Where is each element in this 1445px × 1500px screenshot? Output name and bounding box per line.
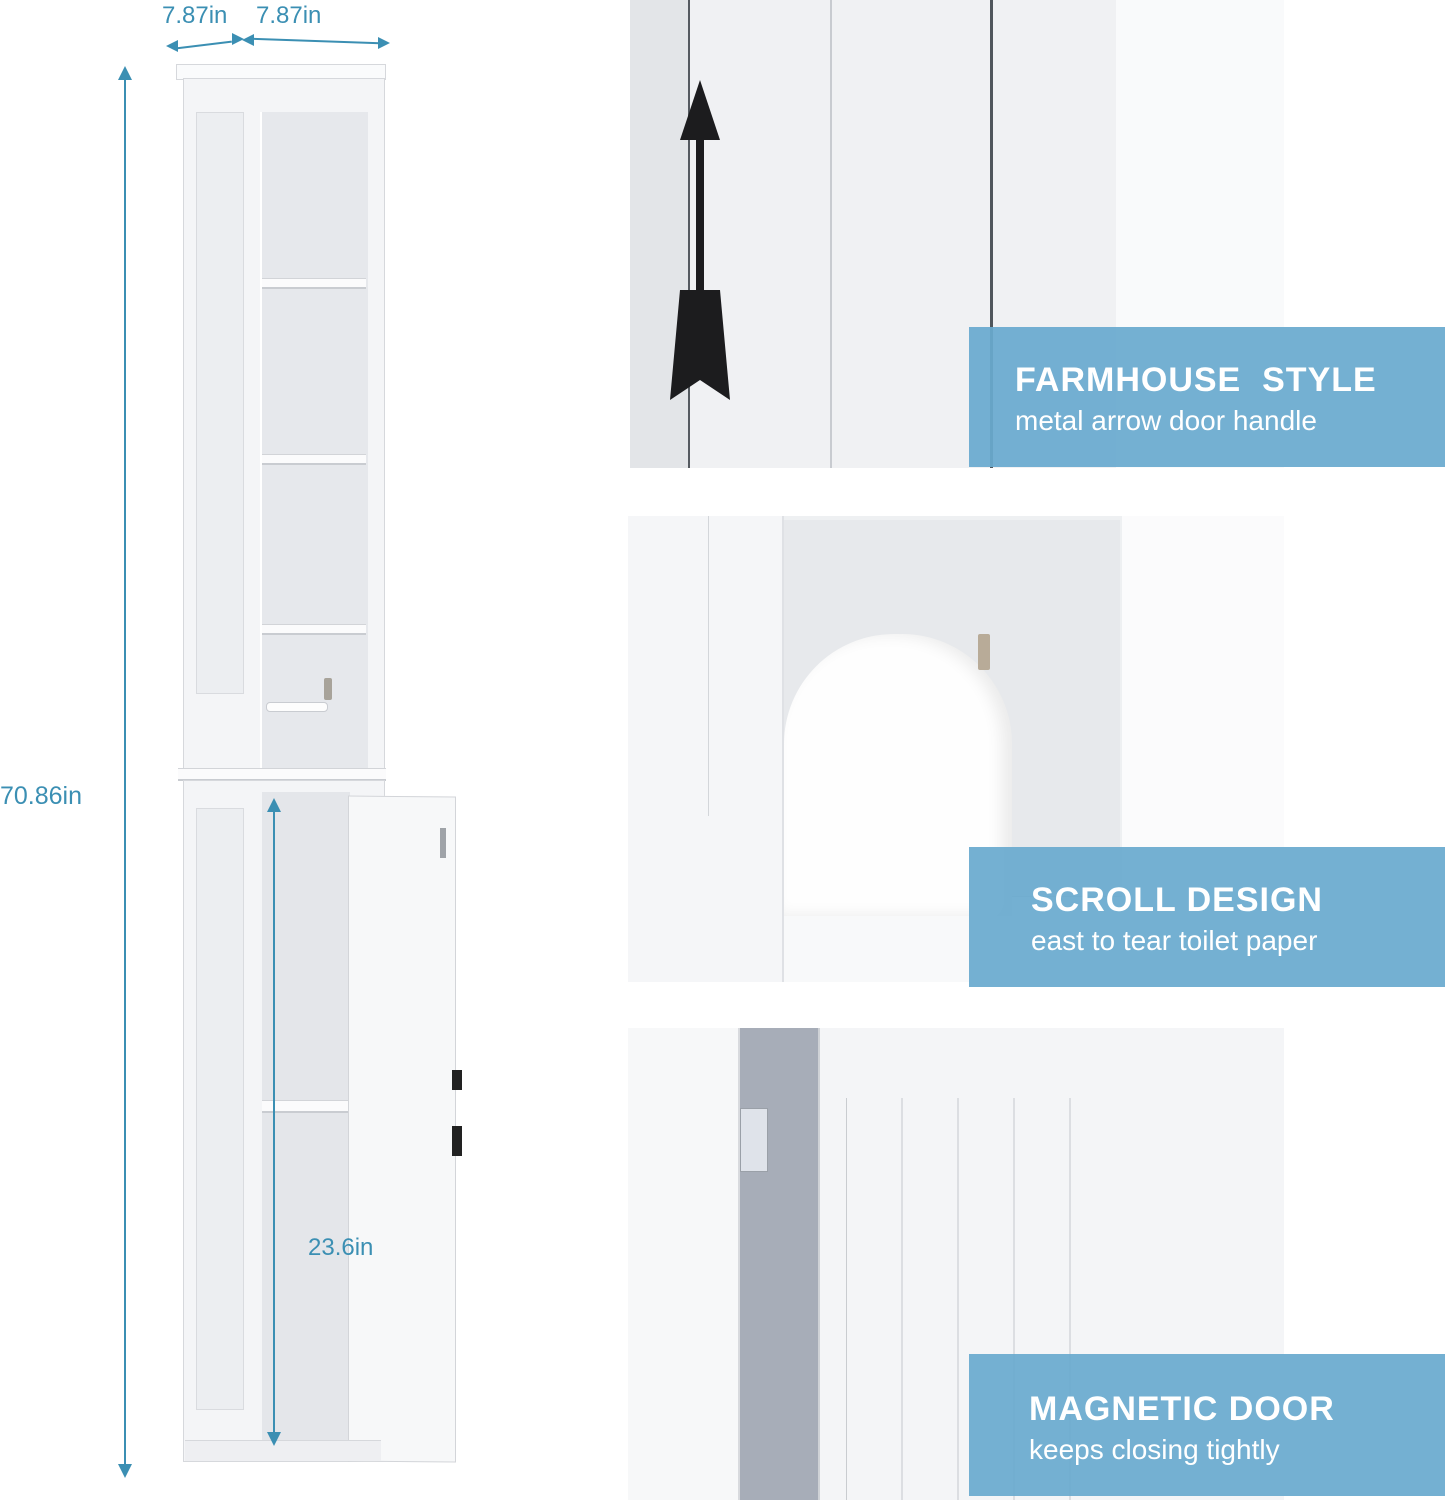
feature-badge-farmhouse: FARMHOUSE STYLE metal arrow door handle [969, 327, 1445, 467]
arrow-handle-icon [452, 1126, 462, 1156]
feature-subtitle: keeps closing tightly [1029, 1434, 1280, 1465]
side-panel-lower [196, 808, 244, 1410]
height-line [124, 78, 126, 1470]
lower-shelf [262, 1100, 348, 1113]
feature-badge-magnetic: MAGNETIC DOOR keeps closing tightly [969, 1354, 1445, 1496]
cabinet-door [348, 795, 456, 1463]
feature-title: SCROLL DESIGN [1031, 881, 1323, 919]
shelf [262, 454, 366, 465]
arrow-handle-icon [670, 80, 730, 400]
paper-holder-bracket [978, 634, 990, 670]
feature-badge-scroll: SCROLL DESIGN east to tear toilet paper [969, 847, 1445, 987]
width-line [252, 37, 380, 45]
lower-height-line [273, 810, 275, 1434]
shelf [262, 278, 366, 289]
depth-label: 7.87in [162, 2, 228, 29]
feature-photo-magnetic [628, 1028, 1284, 1500]
panel-molding [648, 516, 709, 816]
lower-interior [262, 792, 350, 1460]
cabinet-side [628, 1028, 740, 1500]
feature-title: MAGNETIC DOOR [1029, 1390, 1335, 1428]
arrow-down-icon [267, 1432, 281, 1446]
door-groove [830, 0, 832, 468]
arrow-up-icon [267, 798, 281, 812]
paper-holder-rod [266, 702, 328, 712]
arrow-up-icon [118, 66, 132, 80]
side-panel [628, 516, 784, 982]
arrow-left-icon [166, 40, 178, 52]
cabinet-interior [740, 1028, 818, 1500]
arrow-handle-icon [452, 1070, 462, 1090]
side-panel-upper [196, 112, 244, 694]
lower-height-label: 23.6in [308, 1234, 374, 1261]
door-groove [990, 0, 993, 468]
arrow-left-icon [242, 34, 254, 46]
arrow-down-icon [118, 1464, 132, 1478]
depth-line [176, 40, 232, 50]
feature-title: FARMHOUSE STYLE [1015, 361, 1377, 399]
paper-holder-bracket [324, 678, 332, 700]
magnetic-catch [440, 828, 446, 858]
width-label: 7.87in [256, 2, 322, 29]
arrow-right-icon [378, 37, 390, 49]
door-groove [688, 0, 690, 468]
cabinet-base [185, 1440, 381, 1461]
open-shelves [260, 112, 368, 772]
magnet-catch-icon [740, 1108, 768, 1172]
feature-subtitle: east to tear toilet paper [1031, 925, 1318, 956]
height-label: 70.86in [0, 782, 83, 810]
feature-subtitle: metal arrow door handle [1015, 405, 1317, 436]
shelf [262, 624, 366, 635]
arrow-right-icon [232, 33, 244, 45]
